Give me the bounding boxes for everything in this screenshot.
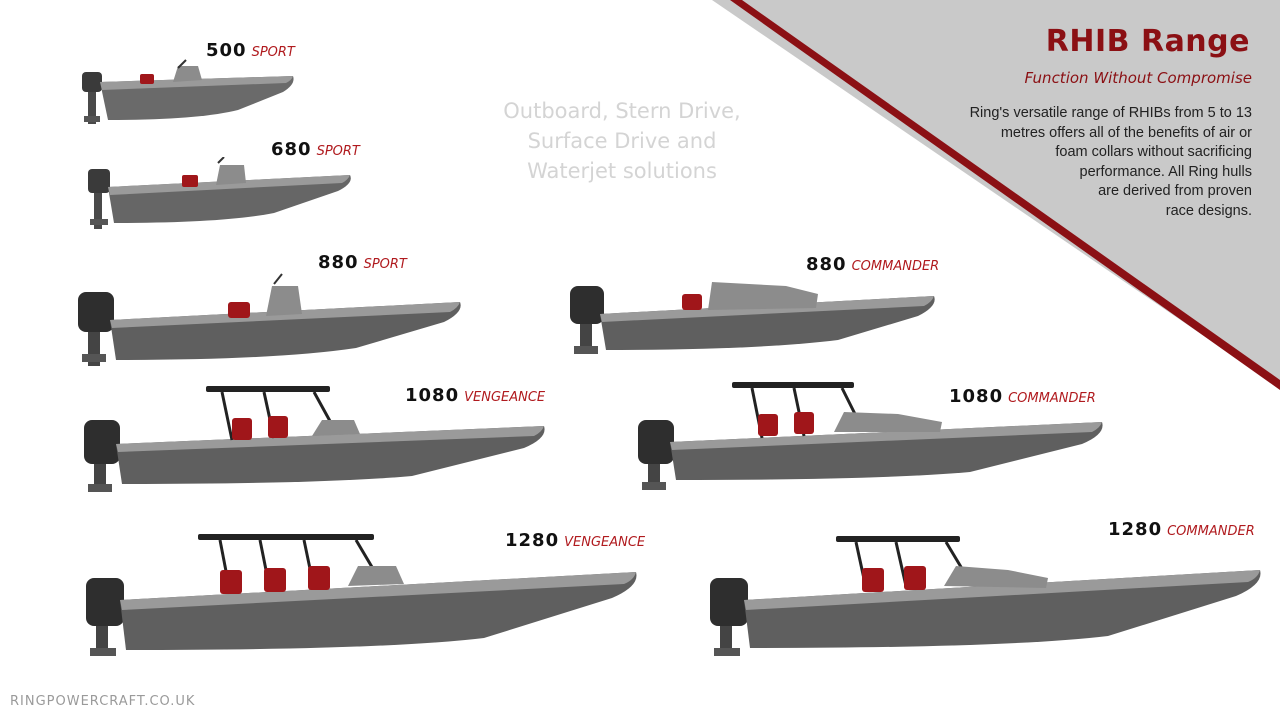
model-variant: SPORT: [363, 257, 407, 272]
model-number: 880: [806, 254, 847, 275]
red-diagonal-stripe: [730, 0, 1280, 390]
model-number: 1280: [1108, 519, 1163, 540]
description-line: Ring's versatile range of RHIBs from 5 t…: [969, 105, 1252, 121]
boat-image-1280-vengeance: [86, 534, 637, 656]
model-number: 680: [271, 139, 312, 160]
boat-image-880-sport: [78, 273, 461, 366]
page-title: RHIB Range: [1045, 24, 1250, 59]
model-number: 1280: [505, 530, 560, 551]
propulsion-solutions-text: Outboard, Stern Drive, Surface Drive and…: [488, 96, 756, 186]
description-line: race designs.: [1165, 202, 1252, 219]
boat-label-880-sport: 880 SPORT: [318, 252, 407, 273]
model-variant: COMMANDER: [1008, 391, 1096, 406]
boat-image-1080-commander: [638, 382, 1103, 490]
boat-label-500-sport: 500 SPORT: [206, 40, 295, 61]
boat-label-1280-commander: 1280 COMMANDER: [1108, 519, 1255, 540]
boat-image-1280-commander: [710, 536, 1261, 656]
footer-website[interactable]: RINGPOWERCRAFT.CO.UK: [10, 694, 196, 709]
model-variant: SPORT: [251, 45, 295, 60]
boat-label-1080-commander: 1080 COMMANDER: [949, 386, 1096, 407]
boat-label-880-commander: 880 COMMANDER: [806, 254, 939, 275]
model-variant: SPORT: [316, 144, 360, 159]
solutions-line: Waterjet solutions: [527, 159, 717, 183]
model-variant: COMMANDER: [1167, 524, 1255, 539]
model-variant: VENGEANCE: [464, 390, 546, 405]
solutions-line: Outboard, Stern Drive,: [503, 99, 741, 123]
model-variant: VENGEANCE: [564, 535, 646, 550]
boat-label-1080-vengeance: 1080 VENGEANCE: [405, 385, 545, 406]
model-number: 500: [206, 40, 247, 61]
model-variant: COMMANDER: [851, 259, 940, 274]
boat-label-680-sport: 680 SPORT: [271, 139, 360, 160]
description-line: are derived from proven: [1098, 183, 1252, 199]
boat-image-680-sport: [88, 157, 351, 229]
model-number: 1080: [949, 386, 1004, 407]
boat-image-500-sport: [82, 59, 294, 124]
grey-corner-panel: [712, 0, 1280, 388]
description-line: performance. All Ring hulls: [1079, 163, 1252, 180]
boat-image-880-commander: [570, 282, 935, 354]
description-line: foam collars without sacrificing: [1055, 144, 1252, 160]
solutions-line: Surface Drive and: [527, 129, 717, 153]
page-subtitle: Function Without Compromise: [1024, 69, 1252, 87]
model-number: 880: [318, 252, 359, 273]
model-number: 1080: [405, 385, 460, 406]
description-line: metres offers all of the benefits of air…: [1000, 124, 1252, 141]
boat-image-1080-vengeance: [84, 386, 545, 492]
range-description: Ring's versatile range of RHIBs from 5 t…: [922, 104, 1252, 221]
boat-label-1280-vengeance: 1280 VENGEANCE: [505, 530, 645, 551]
